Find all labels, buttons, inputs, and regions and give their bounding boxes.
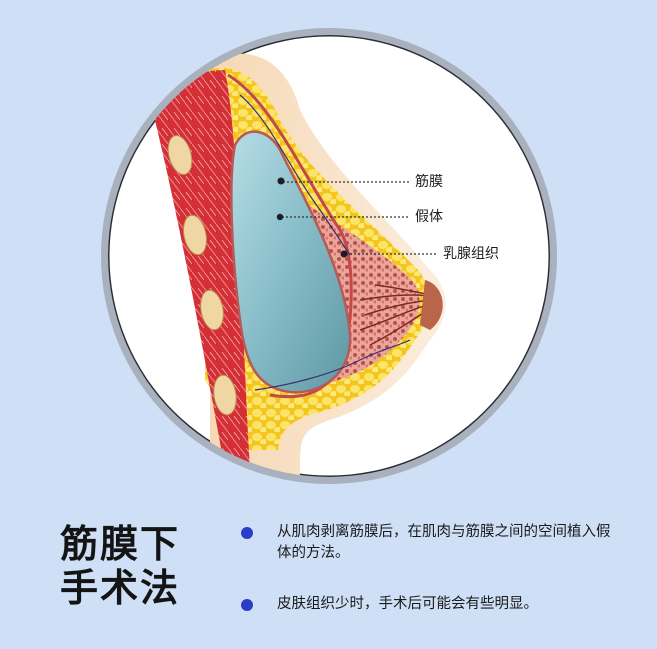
bullet-dot-icon [241,527,253,539]
fascia-line [227,73,353,399]
diagram-circle-frame [101,28,557,484]
blood-vessels [239,94,411,391]
bullet-dot-icon [241,599,253,611]
implant-shape [230,130,352,394]
bullet-text: 皮肤组织少时，手术后可能会有些明显。 [277,596,538,612]
breast-cross-section-svg [150,53,446,477]
nipple [420,280,443,330]
bullet-text: 从肌肉剥离筋膜后，在肌肉与筋膜之间的空间植入假体的方法。 [277,524,611,561]
label-dots [276,177,348,258]
label-fascia: 筋膜 [415,174,443,190]
anatomy-illustration [108,35,550,477]
label-breast-tissue: 乳腺组织 [443,246,499,262]
ribs [167,134,237,416]
title-line-2: 手术法 [60,566,181,610]
page-title: 筋膜下 手术法 [60,522,180,610]
title-line-1: 筋膜下 [60,522,181,566]
label-implant: 假体 [415,209,443,225]
leader-lines [282,181,438,255]
